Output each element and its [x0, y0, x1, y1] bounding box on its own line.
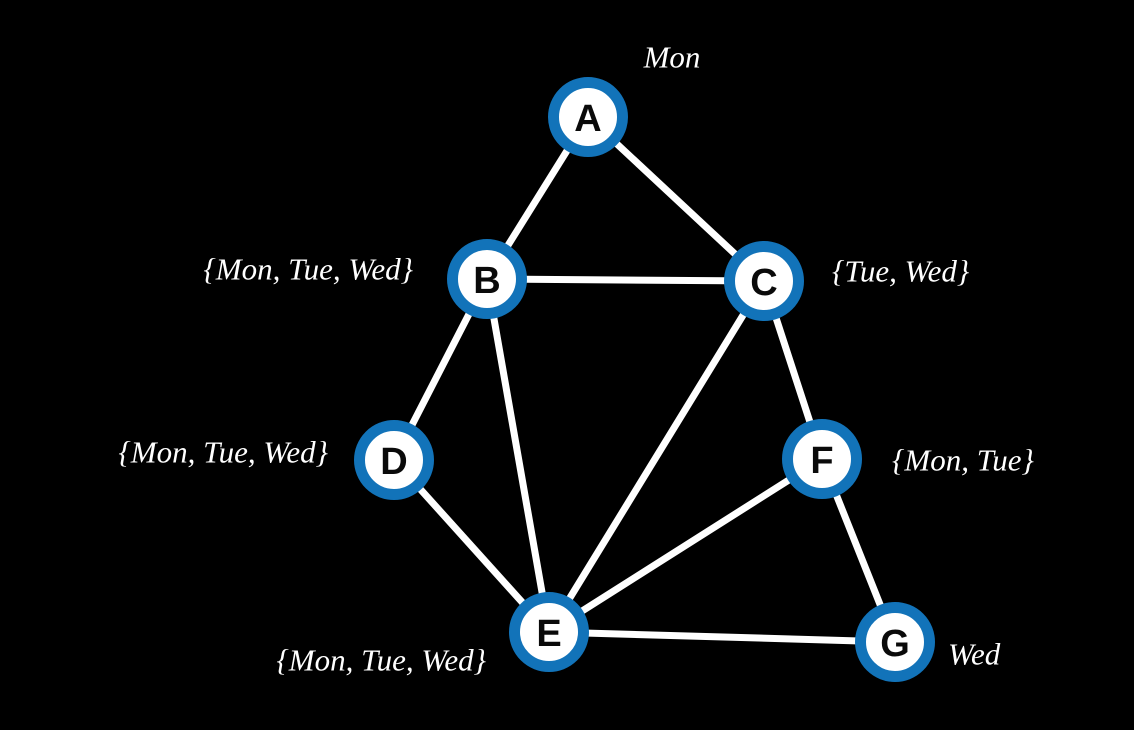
node-circle-G — [855, 602, 935, 682]
edge-C-E — [545, 277, 768, 636]
annotation-C: {Tue, Wed} — [832, 254, 970, 289]
node-letter-D: D — [380, 441, 407, 483]
node-G: G — [855, 602, 935, 682]
node-circle-D — [354, 420, 434, 500]
node-letter-E: E — [536, 613, 561, 655]
node-circle-A — [548, 77, 628, 157]
edge-B-C — [483, 275, 768, 285]
node-circle-B — [447, 239, 527, 319]
node-C: C — [724, 241, 804, 321]
node-circle-F — [782, 419, 862, 499]
annotations-layer: Mon {Mon, Tue, Wed} {Tue, Wed} {Mon, Tue, W… — [118, 40, 1034, 678]
node-letter-G: G — [880, 623, 910, 665]
node-B: B — [447, 239, 527, 319]
node-letter-F: F — [810, 440, 833, 482]
nodes-layer: A B C D E F G — [354, 77, 935, 682]
annotation-G: Wed — [948, 637, 1001, 672]
node-F: F — [782, 419, 862, 499]
node-D: D — [354, 420, 434, 500]
edge-E-F — [545, 455, 826, 636]
edge-A-C — [584, 113, 768, 285]
node-letter-B: B — [473, 260, 500, 302]
annotation-D: {Mon, Tue, Wed} — [118, 435, 328, 470]
annotation-F: {Mon, Tue} — [892, 443, 1035, 478]
annotation-E: {Mon, Tue, Wed} — [276, 643, 486, 678]
edges-layer — [390, 113, 899, 646]
node-letter-A: A — [574, 98, 601, 140]
node-circle-E — [509, 592, 589, 672]
edge-E-G — [545, 628, 899, 646]
annotation-A: Mon — [643, 40, 701, 75]
node-A: A — [548, 77, 628, 157]
edge-B-E — [483, 275, 553, 636]
node-circle-C — [724, 241, 804, 321]
node-E: E — [509, 592, 589, 672]
node-letter-C: C — [750, 262, 777, 304]
annotation-B: {Mon, Tue, Wed} — [203, 252, 413, 287]
